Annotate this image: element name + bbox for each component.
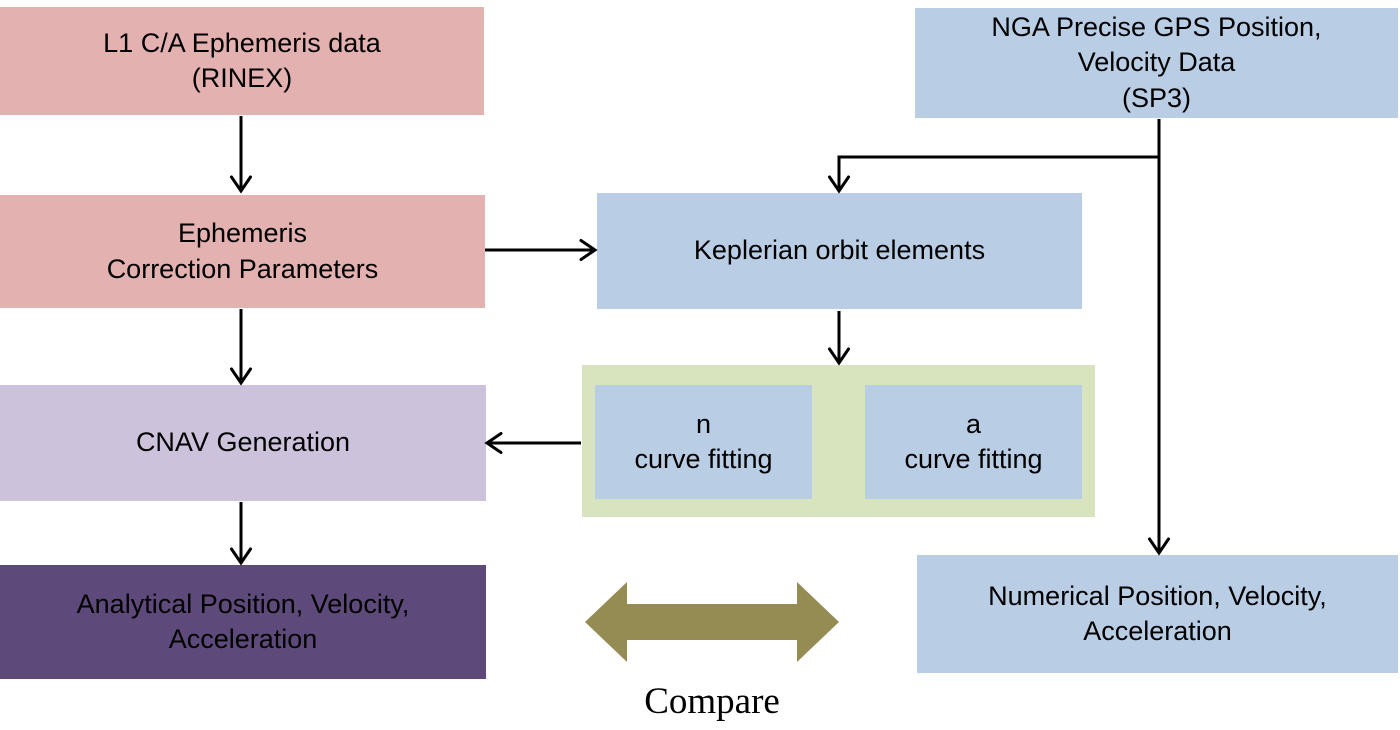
node-a-curve-fitting: a curve fitting [865,385,1082,499]
node-n-curve-fitting: n curve fitting [595,385,812,499]
node-label-line: L1 C/A Ephemeris data [103,27,381,58]
arrow-ephemeris-to-cnav [230,309,252,386]
arrow-keplerian-to-curvefitting [828,311,850,366]
node-keplerian-orbit-elements: Keplerian orbit elements [597,193,1082,309]
node-label-line: Numerical Position, Velocity, [988,580,1327,611]
node-analytical-output: Analytical Position, Velocity, Accelerat… [0,565,486,679]
arrow-nga-to-numerical [1148,119,1170,556]
node-label-line: (RINEX) [191,63,293,93]
node-label-line: Ephemeris [177,218,308,249]
arrow-cnav-to-analytical [230,502,252,566]
node-label-line: Velocity Data [1077,47,1236,78]
node-label-line: CNAV Generation [135,427,351,458]
node-ephemeris-correction-parameters: Ephemeris Correction Parameters [0,195,485,308]
node-label-line: Acceleration [1083,616,1232,646]
arrow-nga-to-keplerian [828,155,1159,194]
node-label-line: Acceleration [168,624,318,654]
compare-label: Compare [644,681,780,722]
node-numerical-output: Numerical Position, Velocity, Accelerati… [917,555,1398,673]
compare-double-arrow [585,582,839,662]
node-label-line: Analytical Position, Velocity, [76,588,410,619]
node-cnav-generation: CNAV Generation [0,385,486,501]
node-label-line: (SP3) [1121,82,1192,113]
arrow-ephemeris-to-keplerian [485,239,598,261]
node-label-line: curve fitting [634,444,773,474]
node-label-line: NGA Precise GPS Position, [991,12,1322,43]
node-label-line: Correction Parameters [106,253,379,284]
node-nga-precise-gps: NGA Precise GPS Position, Velocity Data … [915,8,1398,118]
arrow-l1-to-ephemeris [230,116,252,194]
node-label-line: curve fitting [904,444,1043,474]
node-label-line: n [695,408,712,439]
node-label-line: a [965,408,982,439]
node-l1-ephemeris-data: L1 C/A Ephemeris data (RINEX) [0,7,484,115]
node-label-line: Keplerian orbit elements [693,235,986,266]
arrow-curvefitting-to-cnav [484,432,581,454]
